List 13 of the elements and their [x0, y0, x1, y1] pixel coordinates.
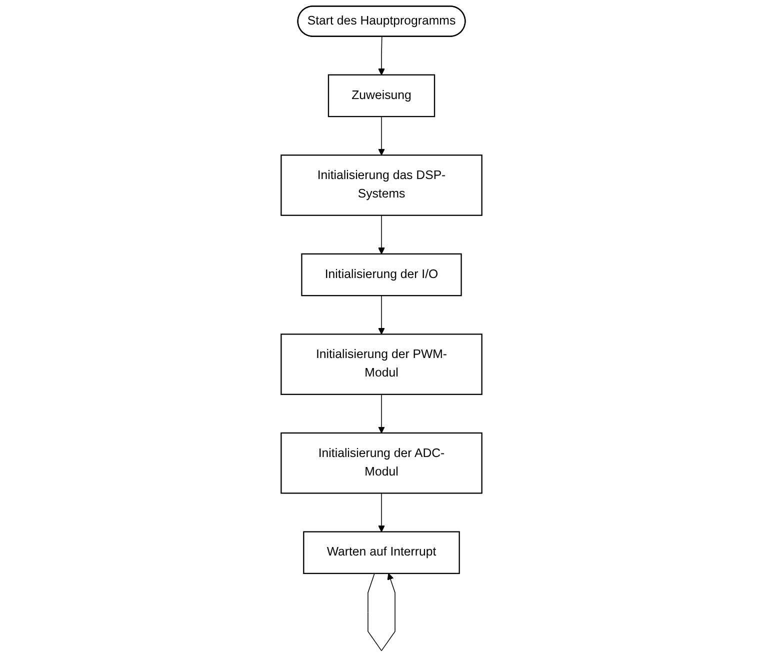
- node-box: Initialisierung der I/O: [301, 253, 462, 296]
- arrow: [368, 573, 396, 652]
- arrow: [378, 295, 385, 334]
- node-box: Warten auf Interrupt: [303, 531, 460, 574]
- arrow: [378, 394, 385, 434]
- node-box: Zuweisung: [328, 74, 436, 118]
- node-box: Initialisierung der ADC-Modul: [280, 432, 482, 494]
- arrow: [378, 214, 385, 254]
- arrow: [378, 36, 385, 76]
- arrow: [378, 492, 385, 532]
- arrow: [378, 116, 385, 156]
- node-box: Initialisierung das DSP-Systems: [280, 154, 482, 216]
- node-box: Initialisierung der PWM-Modul: [280, 334, 482, 395]
